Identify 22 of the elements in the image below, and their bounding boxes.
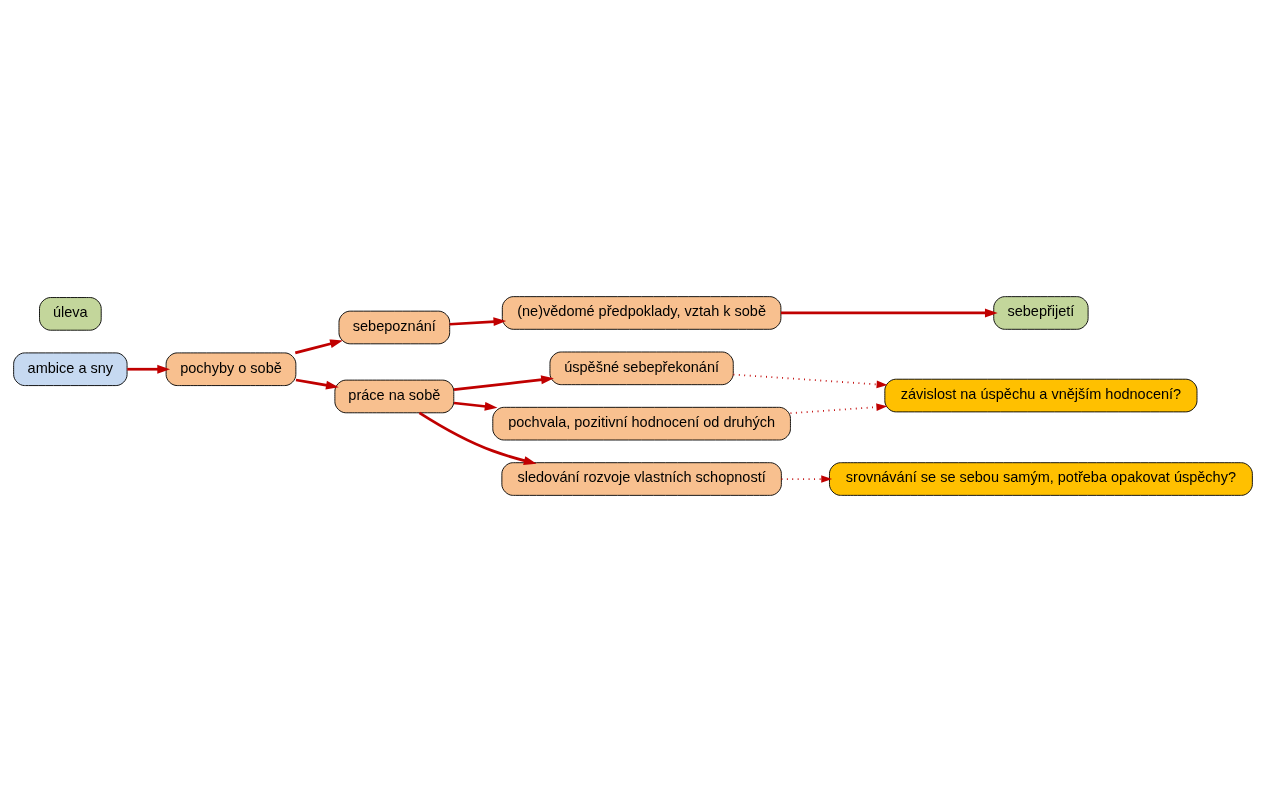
node-box: sebepřijetí — [993, 296, 1089, 330]
arrow — [453, 401, 498, 411]
node-box: úspěšné sebepřekonání — [549, 351, 734, 386]
node-box: pochyby o sobě — [165, 352, 297, 386]
node-box: sledování rozvoje vlastních schopností — [501, 462, 782, 496]
arrow — [127, 364, 171, 374]
arrow — [781, 308, 998, 318]
arrow — [789, 403, 888, 415]
arrow — [449, 317, 507, 327]
node-box: práce na sobě — [334, 379, 455, 414]
arrow — [418, 411, 537, 465]
node-box: úleva — [39, 297, 102, 331]
arrow — [732, 373, 888, 389]
node-box: ambice a sny — [13, 352, 128, 386]
node-box: pochvala, pozitivní hodnocení od druhých — [492, 406, 791, 441]
arrow — [294, 339, 343, 355]
node-box: závislost na úspěchu a vnějším hodnocení? — [884, 378, 1198, 413]
arrow — [295, 378, 339, 390]
arrow — [453, 375, 554, 392]
node-box: sebepoznání — [338, 310, 451, 345]
node-box: (ne)vědomé předpoklady, vztah k sobě — [501, 296, 782, 330]
node-box: srovnávání se se sebou samým, potřeba opakovat úspěchy? — [829, 462, 1253, 496]
